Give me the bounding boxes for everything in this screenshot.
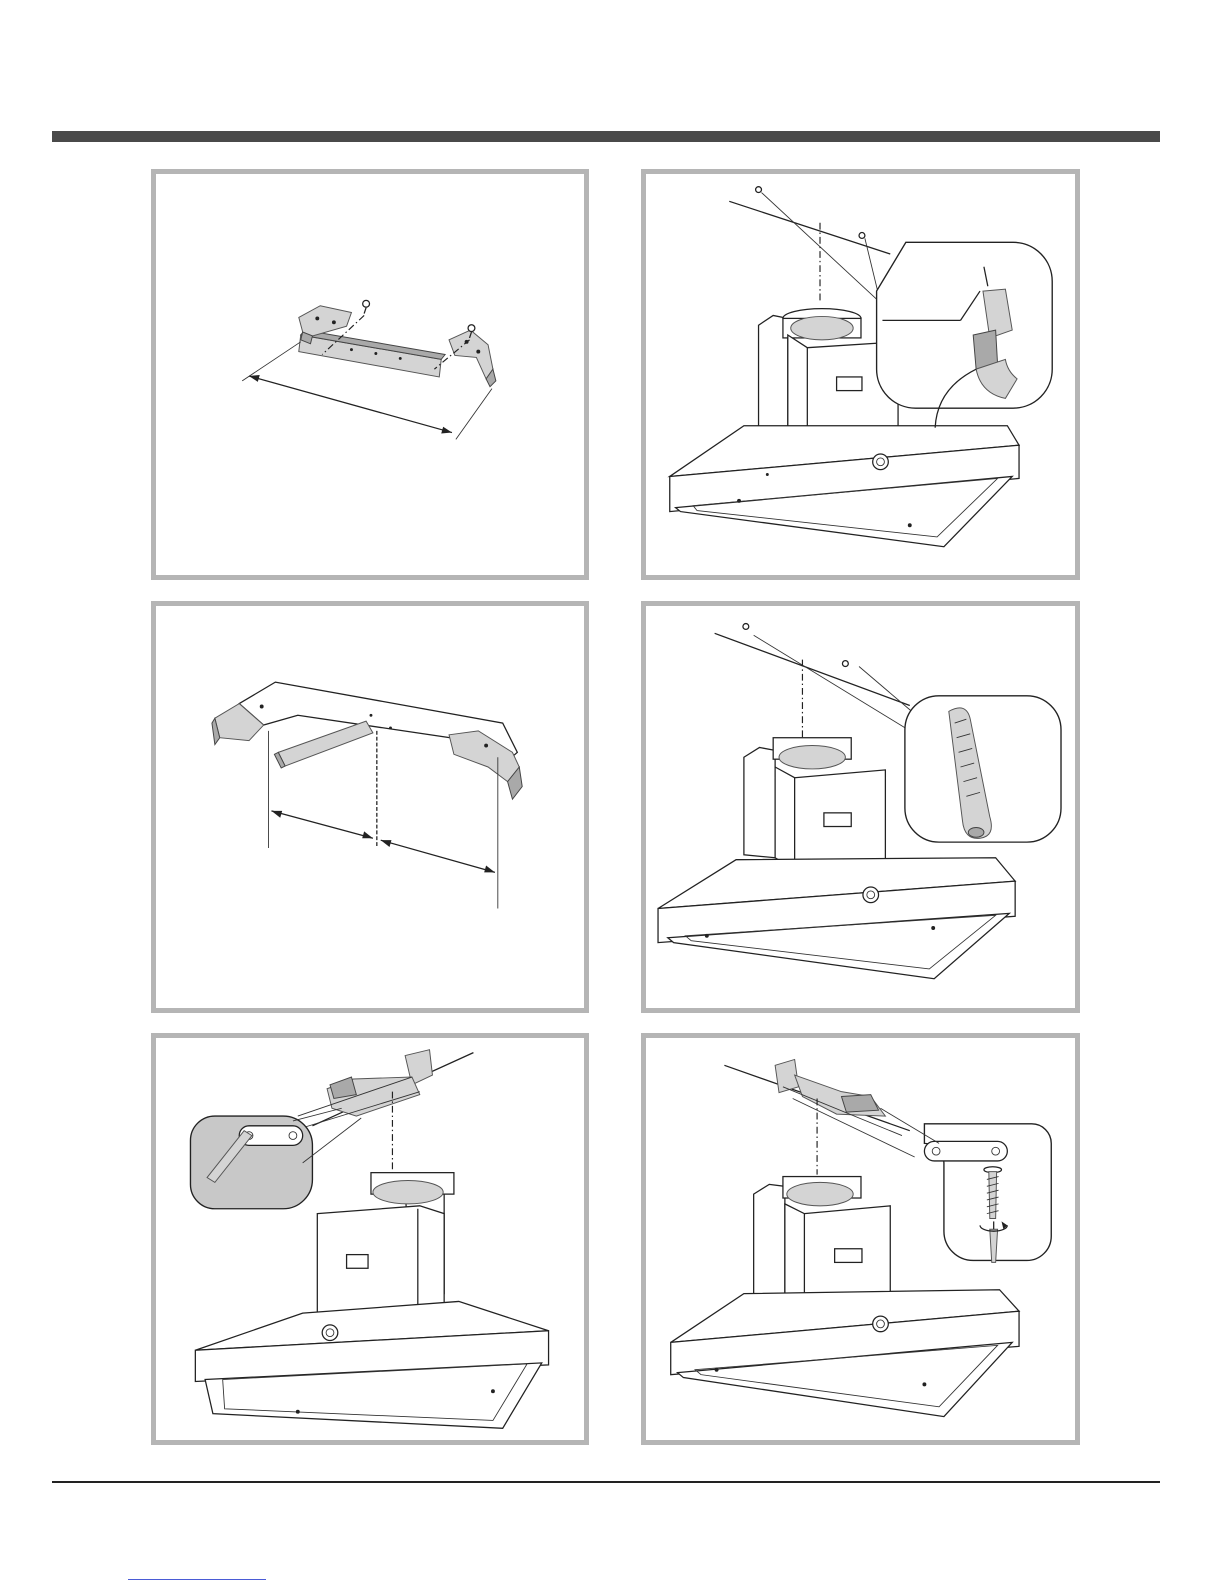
bracket-assembly-illustration bbox=[156, 174, 584, 575]
step-panel-3 bbox=[151, 601, 589, 1013]
wall-plug-illustration bbox=[646, 606, 1075, 1008]
step-panel-5 bbox=[151, 1033, 589, 1445]
step-panel-4 bbox=[641, 601, 1080, 1013]
step-panel-2 bbox=[641, 169, 1080, 580]
header-rule bbox=[52, 131, 1160, 142]
screw-fixing-illustration bbox=[646, 1038, 1075, 1440]
footer-rule bbox=[52, 1481, 1160, 1483]
step-panel-6 bbox=[641, 1033, 1080, 1445]
drill-ceiling-illustration bbox=[646, 174, 1075, 575]
hex-key-illustration bbox=[156, 1038, 584, 1440]
bracket-centering-illustration bbox=[156, 606, 584, 1008]
footer-link[interactable] bbox=[128, 1579, 266, 1580]
step-panel-1 bbox=[151, 169, 589, 580]
